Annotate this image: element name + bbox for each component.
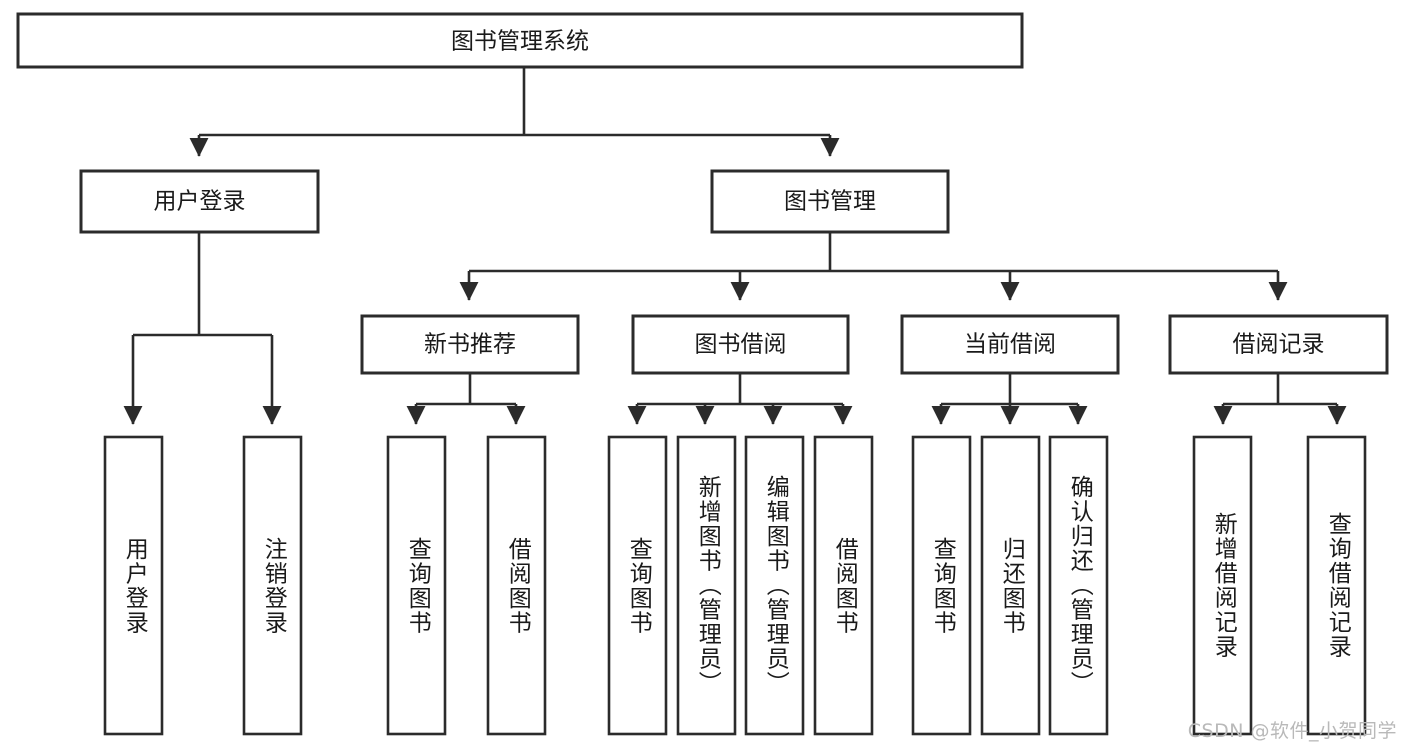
node-book-borrow-label: 图书借阅 bbox=[695, 332, 787, 358]
node-current-borrow[interactable]: 当前借阅 bbox=[900, 314, 1120, 375]
leaf-box-query-book-3[interactable] bbox=[911, 435, 972, 736]
leaf-box-query-book-1[interactable] bbox=[386, 435, 447, 736]
node-user-login[interactable]: 用户登录 bbox=[79, 169, 320, 234]
node-new-book-rec-rect bbox=[360, 314, 580, 375]
node-new-book-rec-label: 新书推荐 bbox=[424, 332, 516, 358]
connector-borrow-record-to-leaves bbox=[1213, 373, 1347, 425]
node-borrow-record-label: 借阅记录 bbox=[1233, 332, 1325, 358]
connector-current-borrow-to-leaves bbox=[931, 373, 1088, 425]
node-current-borrow-label: 当前借阅 bbox=[964, 332, 1056, 358]
connector-book-manage-to-level3 bbox=[459, 232, 1288, 301]
node-user-login-label: 用户登录 bbox=[154, 189, 246, 215]
node-book-manage-label: 图书管理 bbox=[784, 189, 876, 215]
leaf-box-borrow-book-1[interactable] bbox=[486, 435, 547, 736]
leaf-box-query-book-2[interactable] bbox=[607, 435, 668, 736]
connector-user-login-to-leaves bbox=[123, 232, 282, 425]
node-new-book-rec[interactable]: 新书推荐 bbox=[360, 314, 580, 375]
leaf-box-user-login[interactable] bbox=[103, 435, 164, 736]
leaf-box-add-book[interactable] bbox=[676, 435, 737, 736]
node-book-manage[interactable]: 图书管理 bbox=[710, 169, 950, 234]
node-book-borrow[interactable]: 图书借阅 bbox=[631, 314, 850, 375]
leaf-box-edit-book[interactable] bbox=[744, 435, 805, 736]
node-current-borrow-rect bbox=[900, 314, 1120, 375]
leaf-box-return-book[interactable] bbox=[980, 435, 1041, 736]
node-root[interactable]: 图书管理系统 bbox=[16, 12, 1024, 69]
node-root-rect bbox=[16, 12, 1024, 69]
node-borrow-record[interactable]: 借阅记录 bbox=[1168, 314, 1389, 375]
leaf-box-query-record[interactable] bbox=[1306, 435, 1367, 736]
connector-book-borrow-to-leaves bbox=[627, 373, 853, 425]
watermark-text: CSDN @软件_小贺同学 bbox=[1187, 720, 1397, 742]
leaf-box-borrow-book-2[interactable] bbox=[813, 435, 874, 736]
node-user-login-rect bbox=[79, 169, 320, 234]
connector-root-to-level2 bbox=[189, 67, 840, 157]
node-root-label: 图书管理系统 bbox=[451, 29, 589, 55]
leaf-box-logout[interactable] bbox=[242, 435, 303, 736]
leaf-box-confirm-return[interactable] bbox=[1048, 435, 1109, 736]
leaf-box-add-record[interactable] bbox=[1192, 435, 1253, 736]
connector-new-book-rec-to-leaves bbox=[406, 373, 526, 425]
